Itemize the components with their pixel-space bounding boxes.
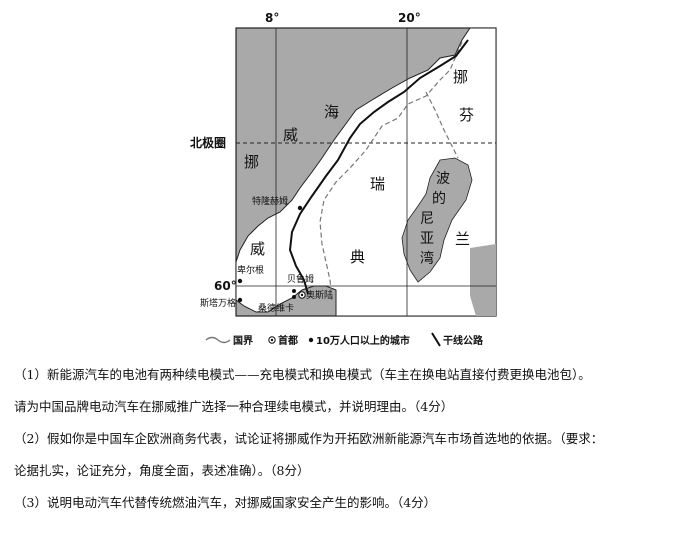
norway-map: 8° 20° 北极圈 60° 挪 芬 海 威 挪 威 瑞 典 波 的 尼 亚 湾… [190, 11, 497, 347]
lon-label-8: 8° [265, 11, 279, 25]
lat-label-arctic: 北极圈 [190, 135, 226, 150]
city-oslo: 奥斯陆 [306, 289, 333, 301]
label-finland-2: 兰 [455, 230, 470, 248]
highway [288, 39, 469, 295]
city-stavanger: 斯塔万格 [200, 297, 236, 309]
label-sweden-2: 典 [350, 248, 365, 266]
question-1-line-1: （1）新能源汽车的电池有两种续电模式——充电模式和换电模式（车主在换电站直接付费… [14, 367, 591, 382]
legend-city-icon [308, 337, 314, 343]
city-dot-trondheim [297, 205, 303, 211]
capital-dot-oslo-center [300, 293, 304, 297]
label-finland-1: 芬 [459, 106, 474, 124]
label-wei-top: 威 [283, 126, 298, 144]
question-3-line-1: （3）说明电动汽车代替传统燃油汽车，对挪威国家安全产生的影响。（4分） [14, 495, 437, 510]
label-wei-bottom: 威 [250, 240, 265, 258]
label-sweden-1: 瑞 [370, 175, 385, 193]
label-gulf-4: 亚 [420, 231, 434, 247]
question-2-line-2: 论据扎实，论证充分，角度全面，表述准确）。（8分） [14, 463, 310, 478]
legend-highway-label: 干线公路 [443, 334, 484, 347]
legend-highway-icon [431, 332, 441, 347]
legend-border-label: 国界 [233, 335, 253, 347]
label-fin-1: 挪 [453, 68, 468, 86]
label-nuo-left: 挪 [244, 153, 259, 171]
border-sweden-finland [425, 91, 459, 159]
gulf-of-bothnia [401, 157, 473, 283]
city-baerum: 贝鲁姆 [287, 273, 314, 285]
map-legend: 国界 首都 10万人口以上的城市 干线公路 [205, 332, 484, 347]
label-gulf-1: 波 [436, 171, 450, 187]
city-dot-stavanger [237, 297, 243, 303]
question-1-line-2: 请为中国品牌电动汽车在挪威推广选择一种合理续电模式，并说明理由。（4分） [14, 399, 454, 414]
finland-east-grey [470, 244, 496, 316]
label-gulf-3: 尼 [420, 211, 434, 227]
legend-border-icon [205, 336, 231, 344]
lon-label-20: 20° [398, 11, 421, 25]
city-dot-sandvika [292, 295, 296, 299]
label-sea: 海 [324, 103, 339, 121]
city-dot-bergen [237, 278, 243, 284]
city-bergen: 卑尔根 [237, 264, 264, 276]
question-2-line-1: （2）假如你是中国车企欧洲商务代表，试论证将挪威作为开拓欧洲新能源汽车市场首选地… [14, 431, 604, 446]
legend-city-label: 10万人口以上的城市 [316, 334, 410, 347]
city-sandvika: 桑德维卡 [258, 302, 294, 314]
legend-capital-label: 首都 [278, 334, 298, 347]
label-gulf-5: 湾 [420, 250, 434, 267]
city-trondheim: 特隆赫姆 [252, 195, 288, 207]
border-norway-sweden [319, 41, 463, 301]
legend-capital-icon-center [270, 338, 274, 342]
lat-label-60: 60° [214, 279, 237, 293]
city-dot-baerum [292, 289, 296, 293]
label-gulf-2: 的 [432, 191, 446, 207]
